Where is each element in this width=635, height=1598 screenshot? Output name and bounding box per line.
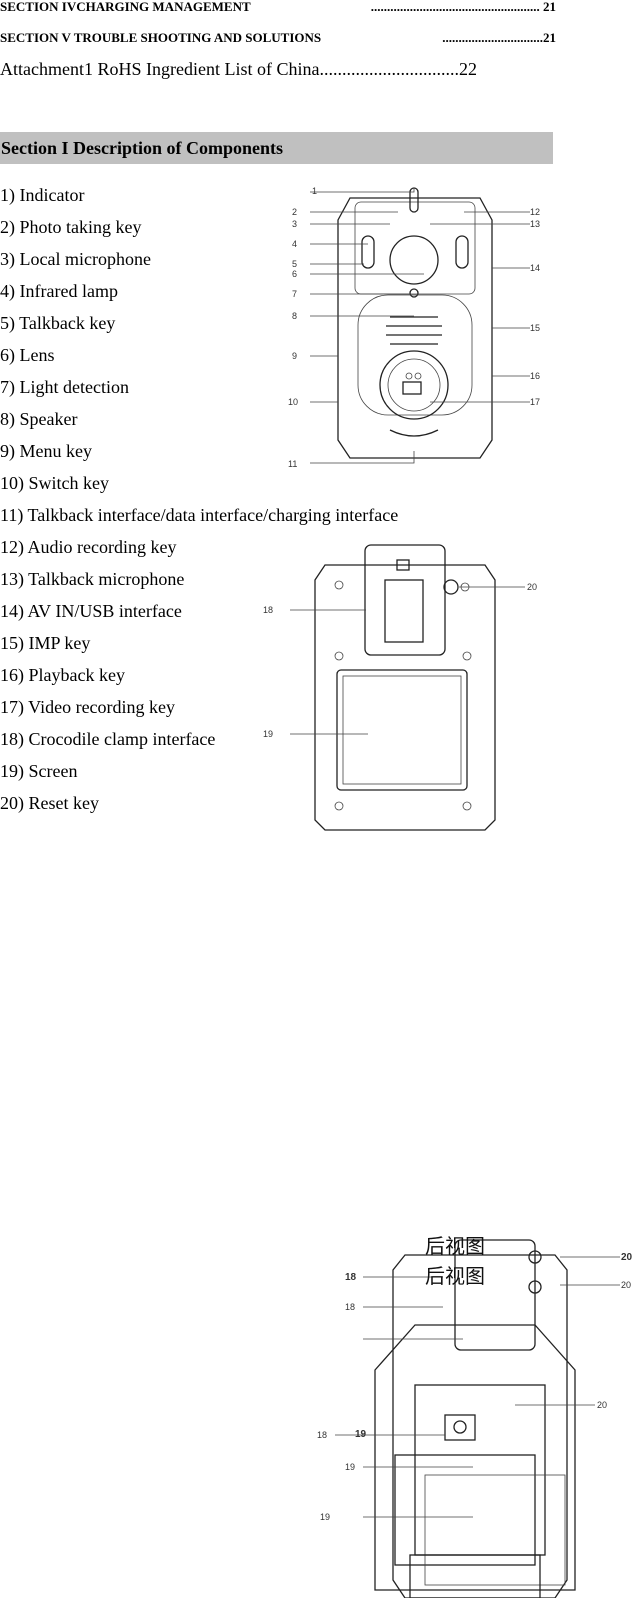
component-item: 19) Screen (0, 761, 78, 781)
component-item: 14) AV IN/USB interface (0, 601, 182, 621)
callout-label: 19 (345, 1462, 355, 1472)
callout-label: 6 (292, 269, 297, 279)
section-heading: Section I Description of Components (0, 132, 553, 164)
component-item: 18) Crocodile clamp interface (0, 729, 216, 749)
toc-entry[interactable]: Attachment1 RoHS Ingredient List of Chin… (0, 59, 477, 80)
toc-page: ...............................21 (442, 30, 556, 45)
callout-label: 20 (597, 1400, 607, 1410)
component-item: 20) Reset key (0, 793, 99, 813)
callout-label: 2 (292, 207, 297, 217)
section-title: Section I Description of Components (1, 138, 283, 158)
component-item: 11) Talkback interface/data interface/ch… (0, 505, 399, 525)
component-item: 4) Infrared lamp (0, 281, 118, 301)
toc-label: Attachment1 RoHS Ingredient List of Chin… (0, 59, 320, 79)
component-item: 17) Video recording key (0, 697, 176, 717)
toc-entry[interactable]: SECTION IVCHARGING MANAGEMENT ..........… (0, 0, 556, 15)
callout-label: 18 (345, 1272, 357, 1283)
component-item: 8) Speaker (0, 409, 78, 429)
component-item: 2) Photo taking key (0, 217, 142, 237)
callout-label: 后视图 (425, 1265, 485, 1288)
callout-label: 17 (530, 397, 540, 407)
callout-label: 3 (292, 219, 297, 229)
callout-label: 11 (288, 459, 297, 469)
component-item: 10) Switch key (0, 473, 109, 493)
callout-label: 4 (292, 239, 297, 249)
callout-label: 1 (312, 186, 317, 196)
component-item: 13) Talkback microphone (0, 569, 185, 589)
toc-dots: ............................... (319, 59, 459, 79)
callout-label: 5 (292, 259, 297, 269)
callout-label: 10 (288, 397, 298, 407)
callout-label: 12 (530, 207, 540, 217)
component-item: 16) Playback key (0, 665, 125, 685)
component-item: 7) Light detection (0, 377, 129, 397)
component-item: 6) Lens (0, 345, 55, 365)
callout-label: 后视图 (425, 1235, 485, 1258)
component-item: 12) Audio recording key (0, 537, 177, 557)
component-item: 5) Talkback key (0, 313, 116, 333)
component-item: 9) Menu key (0, 441, 92, 461)
component-item: 3) Local microphone (0, 249, 151, 269)
callout-label: 9 (292, 351, 297, 361)
back-view-figure: 18 19 20 (263, 544, 537, 831)
callout-label: 18 (263, 605, 273, 615)
toc-page: 22 (458, 59, 477, 79)
toc-page: ........................................… (370, 0, 556, 14)
toc-label: SECTION IVCHARGING MANAGEMENT (0, 0, 251, 14)
callout-label: 14 (530, 263, 540, 273)
callout-label: 16 (530, 371, 540, 381)
callout-label: 18 (345, 1302, 355, 1312)
callout-label: 8 (292, 311, 297, 321)
callout-label: 19 (320, 1512, 330, 1522)
component-item: 15) IMP key (0, 633, 91, 653)
callout-label: 20 (621, 1280, 631, 1290)
callout-label: 20 (527, 582, 537, 592)
callout-label: 19 (355, 1429, 367, 1440)
callout-label: 18 (317, 1430, 327, 1440)
toc-entry[interactable]: SECTION V TROUBLE SHOOTING AND SOLUTIONS… (0, 30, 556, 46)
component-item: 1) Indicator (0, 185, 85, 205)
callout-label: 7 (292, 289, 297, 299)
callout-label: 15 (530, 323, 540, 333)
callout-label: 13 (530, 219, 540, 229)
toc-label: SECTION V TROUBLE SHOOTING AND SOLUTIONS (0, 30, 322, 45)
callout-label: 19 (263, 729, 273, 739)
callout-label: 20 (621, 1252, 633, 1263)
